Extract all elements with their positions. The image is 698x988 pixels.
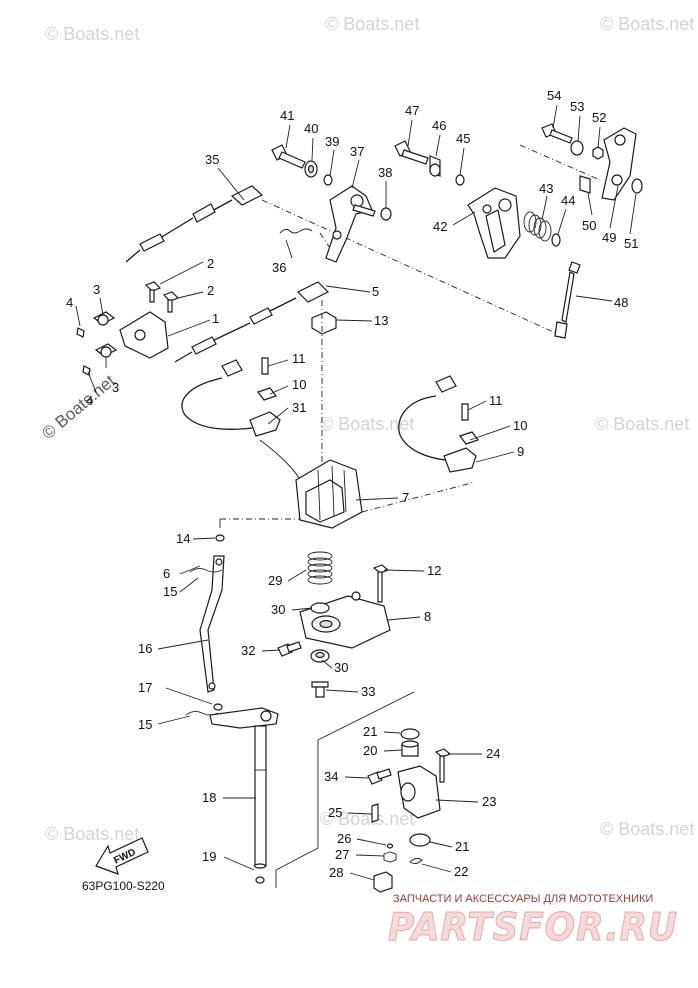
lower-assembly (275, 691, 452, 893)
callout-43: 43 (539, 181, 553, 196)
callout-15b: 15 (138, 717, 152, 732)
callout-34: 34 (324, 769, 338, 784)
left-bracket-group (76, 281, 180, 376)
callout-37: 37 (350, 144, 364, 159)
callout-16: 16 (138, 641, 152, 656)
callout-3: 3 (93, 282, 100, 297)
callout-26: 26 (337, 831, 351, 846)
leader-lines (75, 104, 637, 881)
callout-36: 36 (272, 260, 286, 275)
callout-18: 18 (202, 790, 216, 805)
watermark: © Boats.net (600, 819, 694, 839)
callout-30b: 30 (334, 660, 348, 675)
callout-53: 53 (570, 99, 584, 114)
watermark: © Boats.net (320, 414, 414, 434)
brand-tagline: ЗАПЧАСТИ И АКСЕССУАРЫ ДЛЯ МОТОТЕХНИКИ (393, 893, 653, 905)
callout-8: 8 (424, 609, 431, 624)
background-watermarks: © Boats.net © Boats.net © Boats.net © Bo… (45, 14, 694, 844)
callout-5: 5 (372, 284, 379, 299)
callout-10b: 10 (513, 418, 527, 433)
callout-21: 21 (363, 724, 377, 739)
watermark: © Boats.net (325, 14, 419, 34)
watermark: © Boats.net (45, 24, 139, 44)
shift-rod-assembly (185, 534, 279, 884)
callout-32: 32 (241, 643, 255, 658)
callout-numbers: 1 2 2 3 3 4 4 5 6 7 8 9 10 10 11 11 12 1… (66, 88, 638, 880)
callout-11: 11 (292, 351, 306, 366)
callout-20: 20 (363, 743, 377, 758)
watermark: © Boats.net (320, 809, 414, 829)
callout-19: 19 (202, 849, 216, 864)
callout-15: 15 (163, 584, 177, 599)
callout-2b: 2 (207, 283, 214, 298)
callout-7: 7 (402, 490, 409, 505)
top-linkage-assembly (261, 123, 643, 339)
callout-42: 42 (433, 219, 447, 234)
callout-17: 17 (138, 680, 152, 695)
callout-28: 28 (329, 865, 343, 880)
callout-40: 40 (304, 121, 318, 136)
callout-21b: 21 (455, 839, 469, 854)
callout-11b: 11 (489, 393, 503, 408)
callout-45: 45 (456, 131, 470, 146)
callout-30: 30 (271, 602, 285, 617)
callout-29: 29 (268, 573, 282, 588)
switch-harness-left (181, 357, 301, 481)
callout-35: 35 (205, 152, 219, 167)
callout-38: 38 (378, 165, 392, 180)
callout-22: 22 (454, 864, 468, 879)
callout-44: 44 (561, 193, 575, 208)
callout-47: 47 (405, 103, 419, 118)
switch-harness-right (398, 375, 479, 473)
callout-4: 4 (66, 295, 73, 310)
callout-31: 31 (292, 400, 306, 415)
shift-housing (219, 459, 476, 529)
callout-41: 41 (280, 108, 294, 123)
watermark-strong: © Boats.net (38, 371, 119, 443)
watermark: © Boats.net (600, 14, 694, 34)
callout-46: 46 (432, 118, 446, 133)
callout-24: 24 (486, 746, 500, 761)
callout-10: 10 (292, 377, 306, 392)
callout-25: 25 (328, 805, 342, 820)
callout-23: 23 (482, 794, 496, 809)
callout-33: 33 (361, 684, 375, 699)
callout-4b: 4 (86, 393, 93, 408)
callout-6: 6 (163, 566, 170, 581)
callout-39: 39 (325, 134, 339, 149)
callout-48: 48 (614, 295, 628, 310)
watermark: © Boats.net (595, 414, 689, 434)
callout-9: 9 (517, 444, 524, 459)
callout-2: 2 (207, 256, 214, 271)
callout-27: 27 (335, 847, 349, 862)
control-cables (125, 185, 337, 520)
cam-bracket (277, 564, 391, 698)
callout-13: 13 (374, 313, 388, 328)
callout-12: 12 (427, 563, 441, 578)
callout-50: 50 (582, 218, 596, 233)
callout-51: 51 (624, 236, 638, 251)
callout-54: 54 (547, 88, 561, 103)
callout-1: 1 (212, 311, 219, 326)
callout-3b: 3 (112, 380, 119, 395)
callout-49: 49 (602, 230, 616, 245)
diagram-code: 63PG100-S220 (82, 879, 165, 893)
spring-29 (307, 551, 333, 585)
watermark: © Boats.net (45, 824, 139, 844)
callout-52: 52 (592, 110, 606, 125)
brand-logo: PARTSFOR.RU (388, 905, 678, 949)
callout-14: 14 (176, 531, 190, 546)
